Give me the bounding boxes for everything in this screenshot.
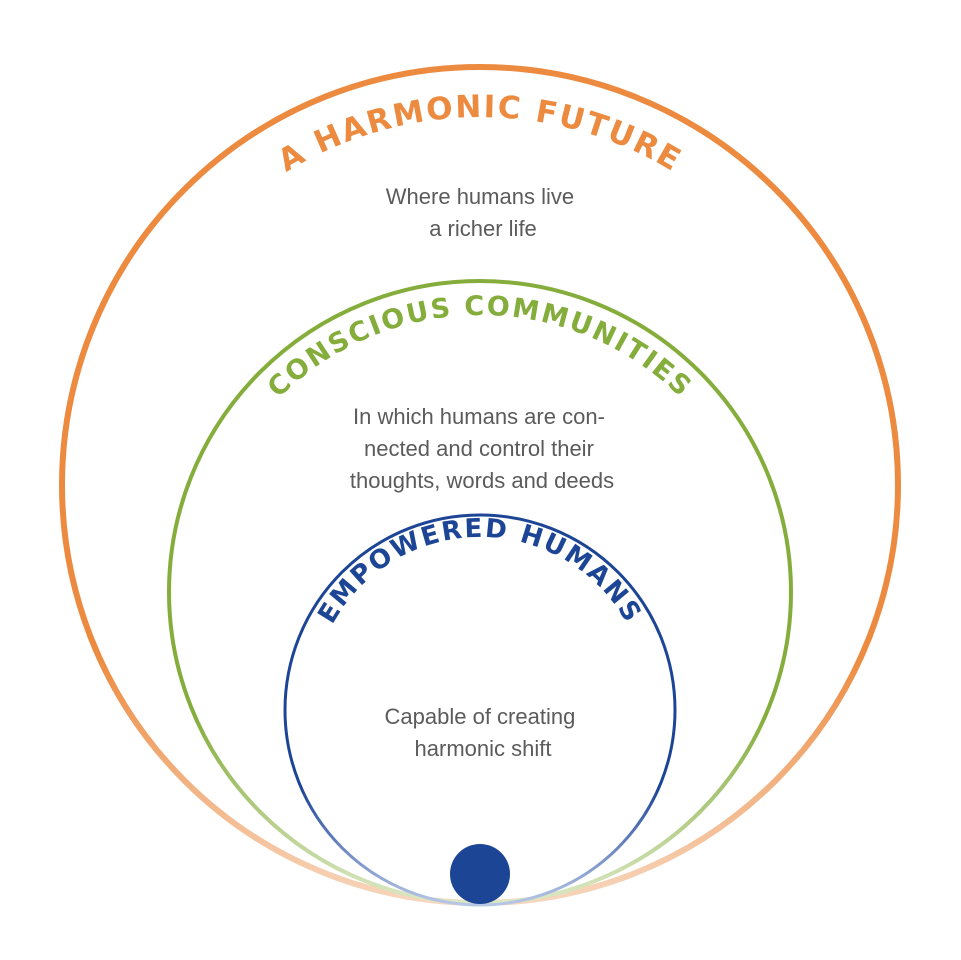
inner-circle-description: Capable of creating harmonic shift: [385, 704, 582, 761]
inner-description-line-2: harmonic shift: [415, 736, 552, 761]
outer-description-line-2: a richer life: [429, 216, 537, 241]
middle-circle: [167, 279, 793, 905]
middle-description-line-1: In which humans are con-: [353, 404, 605, 429]
outer-circle-description: Where humans live a richer life: [386, 184, 580, 241]
center-dot: [450, 844, 510, 904]
middle-circle-title-path: CONSCIOUS COMMUNITIES: [262, 291, 696, 404]
outer-circle-title-path: A HARMONIC FUTURE: [272, 89, 686, 179]
outer-circle-title: A HARMONIC FUTURE: [272, 89, 688, 179]
inner-circle-title: EMPOWERED HUMANS: [312, 514, 647, 629]
inner-circle-title-path: EMPOWERED HUMANS: [312, 514, 645, 629]
middle-circle-title: CONSCIOUS COMMUNITIES: [262, 291, 698, 404]
inner-circle: [283, 513, 677, 907]
middle-circle-group: CONSCIOUS COMMUNITIES In which humans ar…: [167, 279, 793, 905]
inner-description-line-1: Capable of creating: [385, 704, 576, 729]
outer-description-line-1: Where humans live: [386, 184, 574, 209]
middle-description-line-3: thoughts, words and deeds: [350, 468, 614, 493]
middle-description-line-2: nected and control their: [364, 436, 594, 461]
middle-circle-description: In which humans are con- nected and cont…: [350, 404, 614, 493]
